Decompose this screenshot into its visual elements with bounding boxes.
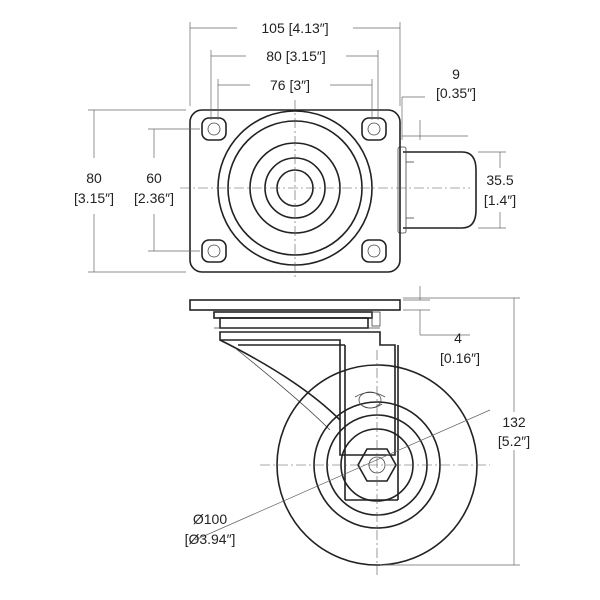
brand-logo-icon bbox=[354, 391, 386, 409]
side-mounting-plate bbox=[189, 299, 401, 311]
dim-wheel-width-value: 35.5 bbox=[486, 172, 513, 188]
dim-wheel-diameter-inch: [Ø3.94″] bbox=[185, 531, 236, 547]
dim-plate-thickness-value: 4 bbox=[454, 330, 462, 346]
top-view bbox=[180, 100, 477, 280]
dim-total-height-value: 132 bbox=[502, 414, 526, 430]
dim-bolt-inner-label: 76 [3″] bbox=[270, 77, 310, 93]
dim-plate-thickness-inch: [0.16″] bbox=[440, 350, 480, 366]
dim-overall-width-label: 105 [4.13″] bbox=[261, 20, 328, 36]
dim-hole-spacing-inch: [2.36″] bbox=[134, 190, 174, 206]
dim-plate-length-inch: [3.15″] bbox=[74, 190, 114, 206]
dim-wheel-width-inch: [1.4″] bbox=[484, 192, 516, 208]
top-dimension-lines bbox=[88, 22, 506, 273]
side-view bbox=[189, 299, 490, 575]
dim-offset-inch: [0.35″] bbox=[436, 85, 476, 101]
dim-wheel-diameter-value: Ø100 bbox=[193, 511, 227, 527]
dim-offset-value: 9 bbox=[452, 66, 460, 82]
top-view-wheel bbox=[397, 146, 477, 234]
dim-total-height-inch: [5.2″] bbox=[498, 433, 530, 449]
dim-hole-spacing-value: 60 bbox=[146, 170, 162, 186]
bolt-holes bbox=[201, 117, 387, 263]
side-dimension-lines bbox=[194, 286, 520, 566]
dim-plate-length-value: 80 bbox=[86, 170, 102, 186]
dim-bolt-outer-label: 80 [3.15″] bbox=[266, 48, 325, 64]
caster-fork bbox=[219, 331, 396, 456]
